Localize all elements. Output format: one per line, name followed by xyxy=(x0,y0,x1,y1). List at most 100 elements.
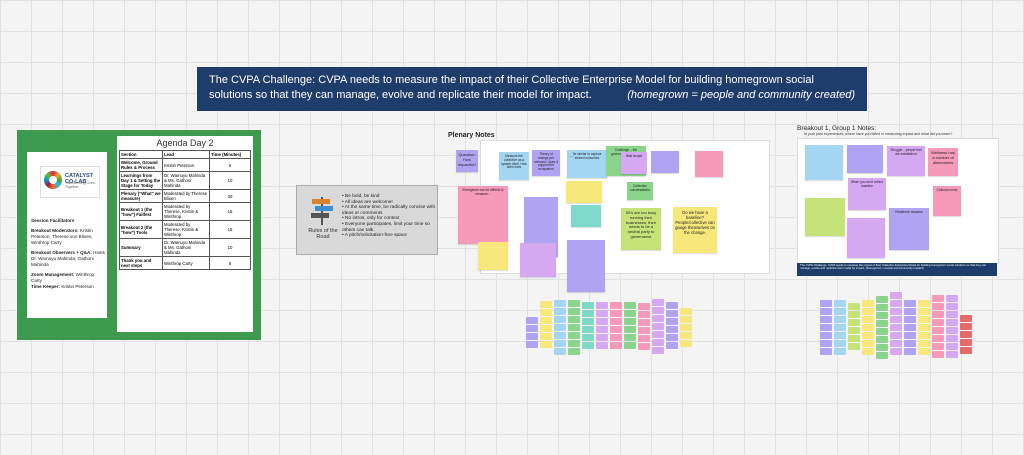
sticky-note[interactable]: Question: How impactful? xyxy=(456,150,478,172)
agenda-section: Welcome, Ground Rules & Process xyxy=(119,158,163,172)
sticky-note[interactable] xyxy=(847,218,885,258)
stacked-sticky xyxy=(652,323,664,330)
sticky-note[interactable] xyxy=(569,150,573,156)
agenda-section: Breakout 1 (the "how") Failfest xyxy=(119,202,163,221)
agenda-section: Learnings from Day 1 & Setting the Stage… xyxy=(119,171,163,190)
stacked-sticky xyxy=(820,308,832,315)
stacked-sticky xyxy=(568,324,580,331)
stacked-sticky xyxy=(918,316,930,323)
sticky-note[interactable] xyxy=(805,145,843,180)
sticky-note[interactable]: Do we have a baseline? People/collective… xyxy=(673,207,717,253)
stacked-sticky xyxy=(568,332,580,339)
stacked-sticky xyxy=(862,324,874,331)
stacked-sticky xyxy=(526,317,538,324)
stacked-sticky xyxy=(652,339,664,346)
agenda-section: Summary xyxy=(119,238,163,257)
keeper-value: Kristin Peterson xyxy=(61,284,94,289)
agenda-header-section: Section xyxy=(119,150,163,159)
stacked-sticky xyxy=(946,335,958,342)
stacked-sticky xyxy=(876,312,888,319)
stacked-sticky xyxy=(652,299,664,306)
stacked-sticky xyxy=(666,326,678,333)
agenda-lead: Kristin Peterson xyxy=(162,158,210,172)
stacked-sticky xyxy=(820,332,832,339)
stacked-sticky xyxy=(932,351,944,358)
stacked-sticky xyxy=(652,307,664,314)
stacked-sticky xyxy=(946,327,958,334)
stacked-sticky xyxy=(638,303,650,310)
sticky-note[interactable]: Collective conversations xyxy=(627,182,653,200)
sticky-note[interactable] xyxy=(478,242,508,270)
stacked-sticky xyxy=(904,300,916,307)
rule-item: Be bold, be kind xyxy=(342,194,436,200)
moderators-value: Kristin Peterson, Therese von Blixen, Wi… xyxy=(31,228,93,245)
stacked-sticky xyxy=(932,311,944,318)
agenda-title: Agenda Day 2 xyxy=(156,138,214,148)
sticky-note[interactable]: Struggle – people that are established xyxy=(887,146,925,176)
rule-item: At the same time, be radically concise w… xyxy=(342,205,436,216)
sticky-note[interactable] xyxy=(566,181,602,203)
stacked-sticky xyxy=(652,331,664,338)
sticky-note[interactable] xyxy=(847,145,883,173)
rules-list: Be bold, be kindAll ideas are welcome!At… xyxy=(342,194,436,239)
stacked-sticky xyxy=(904,316,916,323)
stacked-sticky xyxy=(638,311,650,318)
stacked-sticky xyxy=(904,348,916,355)
sticky-note[interactable]: Cultural norms xyxy=(933,186,961,216)
agenda-row: Learnings from Day 1 & Setting the Stage… xyxy=(119,171,251,190)
agenda-header-lead: Lead xyxy=(162,150,210,159)
agenda-lead: Dr. Wamuyu Mahinda & Ms. Gathoni Mahinda xyxy=(162,171,210,190)
stacked-sticky xyxy=(876,336,888,343)
sticky-note[interactable] xyxy=(567,240,605,292)
stacked-sticky xyxy=(680,340,692,347)
breakout-footer: The CVPA Challenge: CVPA needs to measur… xyxy=(797,263,997,276)
sticky-note[interactable] xyxy=(805,198,845,236)
stacked-sticky xyxy=(834,300,846,307)
stacked-sticky xyxy=(610,318,622,325)
observers-label: Breakout Observers + Q&A: xyxy=(31,250,92,255)
stacked-sticky xyxy=(680,324,692,331)
stacked-sticky xyxy=(848,343,860,350)
stacked-sticky xyxy=(652,347,664,354)
stacked-sticky xyxy=(624,318,636,325)
stacked-sticky xyxy=(932,303,944,310)
plenary-title: Plenary Notes xyxy=(448,132,495,139)
agenda-table-card: Agenda Day 2 Section Lead Time (Minutes)… xyxy=(117,136,253,332)
stacked-sticky xyxy=(554,332,566,339)
stacked-sticky xyxy=(610,342,622,349)
sticky-note[interactable]: When you don't collect baseline xyxy=(848,178,886,210)
stacked-sticky xyxy=(960,315,972,322)
agenda-time: 30 xyxy=(209,189,251,203)
stacked-sticky xyxy=(890,308,902,315)
sticky-note[interactable] xyxy=(520,243,556,277)
sticky-note[interactable] xyxy=(695,151,723,177)
sticky-note[interactable] xyxy=(571,205,601,227)
sticky-note[interactable]: SEs are too busy running their businesse… xyxy=(621,208,661,250)
stacked-sticky xyxy=(624,342,636,349)
stacked-sticky xyxy=(834,340,846,347)
stacked-sticky xyxy=(540,309,552,316)
sticky-note[interactable] xyxy=(651,151,679,173)
stacked-sticky xyxy=(820,300,832,307)
stacked-sticky xyxy=(596,310,608,317)
stacked-sticky xyxy=(582,318,594,325)
sticky-note[interactable]: Wait simple xyxy=(621,152,647,174)
sticky-note[interactable]: Theory of change per steward / does it s… xyxy=(532,150,560,176)
stacked-sticky xyxy=(666,310,678,317)
sticky-note[interactable]: Wellness has a number of dimensions xyxy=(928,148,958,176)
sticky-note[interactable]: Resilience answers xyxy=(889,208,929,250)
agenda-time: 15 xyxy=(209,220,251,239)
sticky-note[interactable]: Be similar to capture shared outcomes xyxy=(567,150,607,178)
stacked-sticky xyxy=(946,295,958,302)
stacked-sticky xyxy=(932,335,944,342)
stacked-sticky xyxy=(918,308,930,315)
sticky-note[interactable]: Measure the collective as a system itsel… xyxy=(499,152,529,180)
sticky-note[interactable]: Emergence can be difficult to measure... xyxy=(458,186,508,244)
stacked-sticky xyxy=(834,324,846,331)
stacked-sticky xyxy=(876,320,888,327)
agenda-table: Section Lead Time (Minutes) Welcome, Gro… xyxy=(119,150,251,270)
stacked-sticky xyxy=(680,308,692,315)
stacked-sticky xyxy=(596,302,608,309)
stacked-sticky xyxy=(638,319,650,326)
stacked-sticky xyxy=(666,302,678,309)
